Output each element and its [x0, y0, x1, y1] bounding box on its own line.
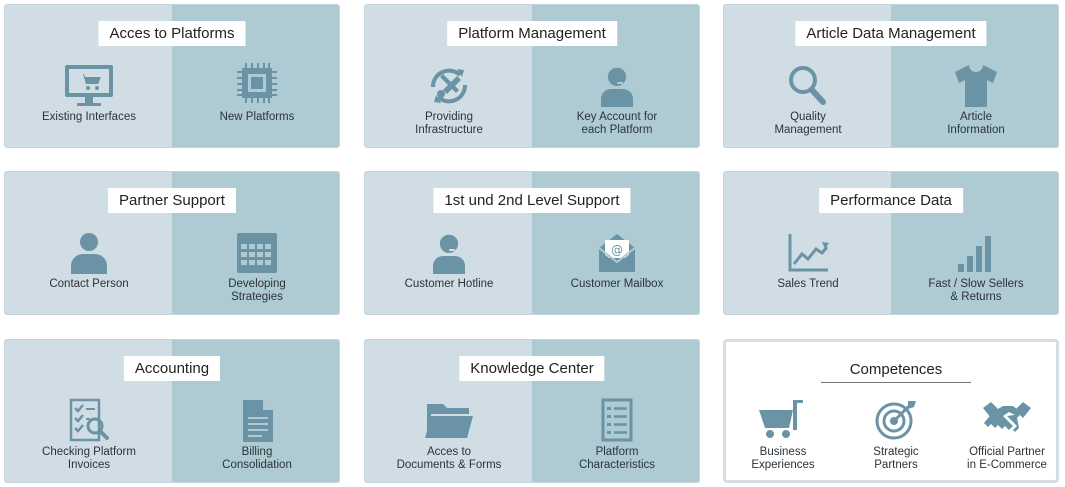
agent-icon: [601, 67, 633, 107]
competence-label: Strategic Partners: [873, 446, 919, 471]
competences-panel: Competences Business Experiences Strateg…: [723, 339, 1059, 483]
checklist-icon: [69, 398, 109, 442]
competences-title: Competences: [821, 360, 971, 383]
item-label: New Platforms: [219, 111, 295, 123]
item-label: Billing Consolidation: [222, 446, 292, 471]
tile-title: Platform Management: [447, 21, 617, 46]
item-checking-platform-invoices[interactable]: Checking Platform Invoices: [5, 392, 173, 480]
tile-level-support[interactable]: 1st und 2nd Level Support Customer Hotli…: [364, 171, 700, 315]
item-fast-slow-sellers[interactable]: Fast / Slow Sellers & Returns: [892, 224, 1058, 312]
competence-label: Official Partner in E-Commerce: [967, 446, 1047, 471]
item-label: Key Account for each Platform: [576, 111, 658, 136]
item-new-platforms[interactable]: New Platforms: [173, 57, 339, 145]
person-icon: [71, 233, 107, 274]
item-existing-interfaces[interactable]: Existing Interfaces: [5, 57, 173, 145]
competence-label: Business Experiences: [751, 446, 815, 471]
competence-business-experiences[interactable]: Business Experiences: [728, 394, 838, 472]
mail-icon: @: [598, 234, 636, 272]
tile-knowledge-center[interactable]: Knowledge Center Acces to Documents & Fo…: [364, 339, 700, 483]
svg-text:@: @: [611, 243, 623, 257]
tile-article-data-management[interactable]: Article Data Management Quality Manageme…: [723, 4, 1059, 148]
item-customer-hotline[interactable]: Customer Hotline: [365, 224, 533, 312]
item-key-account[interactable]: Key Account for each Platform: [533, 57, 699, 145]
item-label: Customer Hotline: [404, 278, 494, 290]
item-label: Article Information: [947, 111, 1005, 136]
item-contact-person[interactable]: Contact Person: [5, 224, 173, 312]
calendar-icon: [237, 233, 277, 273]
magnifier-icon: [789, 66, 826, 105]
tile-title: Performance Data: [819, 188, 963, 213]
tile-title: 1st und 2nd Level Support: [433, 188, 631, 213]
item-label: Customer Mailbox: [570, 278, 664, 290]
competence-official-partner[interactable]: Official Partner in E-Commerce: [952, 394, 1062, 472]
item-customer-mailbox[interactable]: @ Customer Mailbox: [533, 224, 699, 312]
tile-performance-data[interactable]: Performance Data Sales Trend Fast / Slow…: [723, 171, 1059, 315]
item-sales-trend[interactable]: Sales Trend: [724, 224, 892, 312]
chip-icon: [237, 63, 277, 103]
agent-icon: [433, 234, 465, 274]
tools-icon: [430, 68, 468, 104]
item-access-documents-forms[interactable]: Acces to Documents & Forms: [365, 392, 533, 480]
competence-strategic-partners[interactable]: Strategic Partners: [841, 394, 951, 472]
item-label: Platform Characteristics: [578, 446, 656, 471]
folder-icon: [425, 404, 473, 438]
item-label: Contact Person: [49, 278, 129, 290]
item-providing-infrastructure[interactable]: Providing Infrastructure: [365, 57, 533, 145]
tile-title: Article Data Management: [795, 21, 987, 46]
item-billing-consolidation[interactable]: Billing Consolidation: [173, 392, 339, 480]
tile-title: Knowledge Center: [459, 356, 605, 381]
tile-partner-support[interactable]: Partner Support Contact Person Developin…: [4, 171, 340, 315]
item-platform-characteristics[interactable]: Platform Characteristics: [533, 392, 699, 480]
item-label: Developing Strategies: [228, 278, 286, 303]
tile-accounting[interactable]: Accounting Checking Platform Invoices Bi…: [4, 339, 340, 483]
tile-access-to-platforms[interactable]: Acces to Platforms Existing Interfaces: [4, 4, 340, 148]
tile-platform-management[interactable]: Platform Management Providing Infrastruc…: [364, 4, 700, 148]
item-quality-management[interactable]: Quality Management: [724, 57, 892, 145]
target-icon: [875, 401, 916, 440]
monitor-cart-icon: [65, 65, 113, 106]
item-developing-strategies[interactable]: Developing Strategies: [173, 224, 339, 312]
list-document-icon: [601, 398, 633, 442]
item-label: Existing Interfaces: [42, 111, 136, 123]
tile-title: Partner Support: [108, 188, 236, 213]
document-icon: [243, 400, 273, 442]
tile-title: Accounting: [123, 356, 221, 381]
cart-icon: [759, 400, 803, 438]
item-label: Fast / Slow Sellers & Returns: [928, 278, 1024, 303]
item-label: Providing Infrastructure: [415, 111, 483, 136]
item-label: Checking Platform Invoices: [42, 446, 136, 471]
item-label: Acces to Documents & Forms: [396, 446, 502, 471]
item-article-information[interactable]: Article Information: [892, 57, 1058, 145]
bar-chart-icon: [958, 236, 991, 272]
handshake-icon: [983, 402, 1031, 432]
item-label: Quality Management: [774, 111, 842, 136]
tshirt-icon: [955, 65, 997, 107]
trend-chart-icon: [788, 234, 829, 272]
tile-title: Acces to Platforms: [98, 21, 246, 46]
item-label: Sales Trend: [777, 278, 839, 290]
